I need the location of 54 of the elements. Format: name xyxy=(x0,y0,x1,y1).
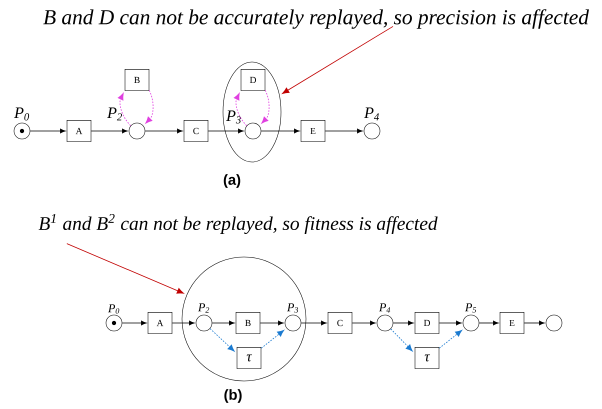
arrow xyxy=(260,330,284,349)
arrow xyxy=(260,320,284,326)
annotation-text: B and D can not be accurately replayed, so precision is affected xyxy=(43,9,589,29)
transition-box: A xyxy=(148,312,172,334)
arrow xyxy=(118,93,132,126)
arrow xyxy=(392,320,414,326)
place-label: P$_{5}$ xyxy=(464,303,476,313)
annotation-text: B$^{1}$ and B$^{2}$ can not be replayed, so fitness is affected xyxy=(38,214,438,234)
arrow xyxy=(438,330,462,349)
arrow xyxy=(145,90,154,124)
arrow xyxy=(324,128,363,134)
place-label: P$_{2}$ xyxy=(107,108,122,120)
panel-label: (b) xyxy=(224,389,242,403)
highlight-circle xyxy=(182,256,306,382)
place-label: P$_{3}$ xyxy=(226,110,241,124)
arrow xyxy=(212,320,235,326)
transition-box: τ xyxy=(414,347,440,369)
transition-box: D xyxy=(414,312,440,334)
arrow xyxy=(234,93,248,126)
transition-box: τ xyxy=(236,347,262,369)
arrow xyxy=(144,128,183,134)
transition-box: E xyxy=(500,312,524,334)
place-label: P$_{2}$ xyxy=(198,303,210,313)
arrow xyxy=(172,320,195,326)
transition-box: E xyxy=(300,120,326,142)
place-label: P$_{3}$ xyxy=(286,303,298,313)
transition-box: C xyxy=(328,312,352,334)
place-label: P$_{0}$ xyxy=(14,108,30,120)
arrow xyxy=(352,320,376,326)
arrow xyxy=(390,328,413,352)
arrow xyxy=(90,128,128,134)
arrow xyxy=(122,320,147,326)
arrow xyxy=(478,320,499,326)
transition-box: B xyxy=(124,69,150,91)
arrow xyxy=(524,320,545,326)
arrow xyxy=(438,320,462,326)
place-label: P$_{4}$ xyxy=(364,108,379,120)
pointer-arrow xyxy=(66,243,184,294)
transition-box: D xyxy=(240,69,266,91)
transition-box: C xyxy=(184,120,208,142)
place-label: P$_{4}$ xyxy=(378,303,390,313)
arrow xyxy=(260,128,300,134)
arrow xyxy=(210,328,235,352)
arrow xyxy=(208,128,244,134)
place-label: P$_{0}$ xyxy=(108,304,120,314)
panel-label: (a) xyxy=(224,174,240,188)
arrow xyxy=(300,320,327,326)
pointer-arrow xyxy=(282,26,394,94)
highlight-ellipse xyxy=(222,62,282,162)
place-circle xyxy=(546,314,562,332)
transition-box: B xyxy=(236,312,260,334)
arrow xyxy=(261,90,270,124)
transition-box: A xyxy=(66,120,92,142)
arrow xyxy=(30,128,66,134)
